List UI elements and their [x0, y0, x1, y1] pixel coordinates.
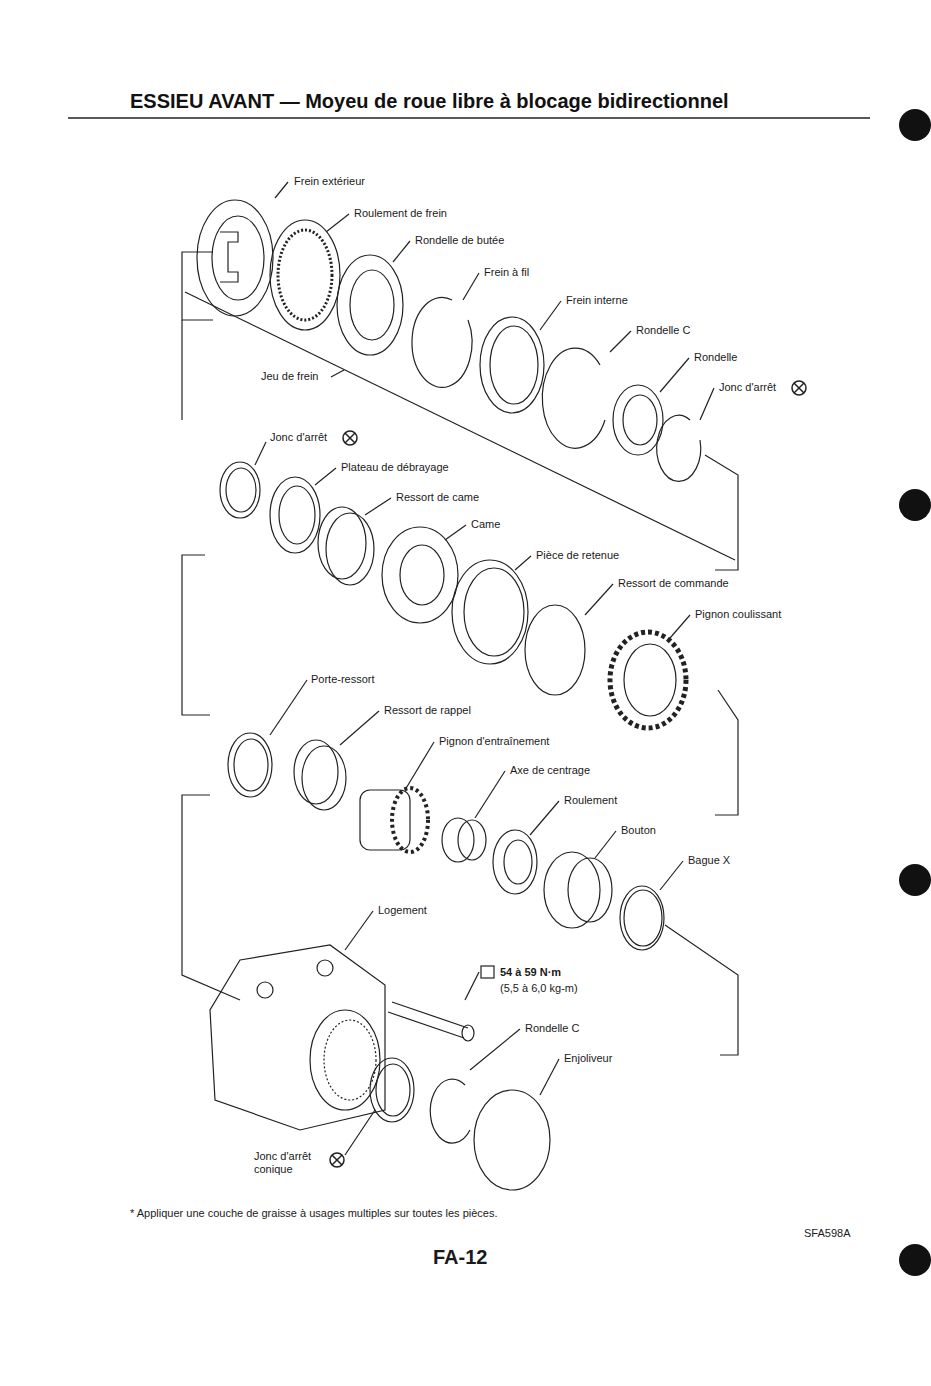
part-label: Logement [378, 904, 427, 917]
part-label: Ressort de came [396, 491, 479, 504]
part-label: Pignon coulissant [695, 608, 781, 621]
note: * Appliquer une couche de graisse à usag… [130, 1207, 498, 1220]
part-label: Rondelle C [636, 324, 690, 337]
part-label: Porte-ressort [311, 673, 375, 686]
part-label: Rondelle [694, 351, 737, 364]
part-label: Rondelle C [525, 1022, 579, 1035]
page-title: ESSIEU AVANT — Moyeu de roue libre à blo… [130, 90, 729, 113]
torque-value: (5,5 à 6,0 kg-m) [500, 982, 578, 995]
part-label: Axe de centrage [510, 764, 590, 777]
part-label: Rondelle de butée [415, 234, 504, 247]
part-label: Plateau de débrayage [341, 461, 449, 474]
part-label: Frein interne [566, 294, 628, 307]
part-label: Came [471, 518, 500, 531]
part-label: Roulement de frein [354, 207, 447, 220]
part-label: Jonc d'arrêt [270, 431, 327, 444]
part-label: Ressort de rappel [384, 704, 471, 717]
part-label: Jeu de frein [261, 370, 318, 383]
part-label: Bouton [621, 824, 656, 837]
torque-value: 54 à 59 N·m [500, 966, 561, 979]
figure-code: SFA598A [804, 1227, 850, 1240]
part-label: Bague X [688, 854, 730, 867]
part-label: Ressort de commande [618, 577, 729, 590]
part-label: Frein à fil [484, 266, 529, 279]
part-label: Pièce de retenue [536, 549, 619, 562]
part-label: Frein extérieur [294, 175, 365, 188]
part-label: Pignon d'entraînement [439, 735, 549, 748]
part-label: Enjoliveur [564, 1052, 612, 1065]
page-number: FA-12 [433, 1245, 487, 1269]
part-label: Roulement [564, 794, 617, 807]
part-label: Jonc d'arrêt [719, 381, 776, 394]
part-label: Jonc d'arrêt conique [254, 1150, 328, 1176]
